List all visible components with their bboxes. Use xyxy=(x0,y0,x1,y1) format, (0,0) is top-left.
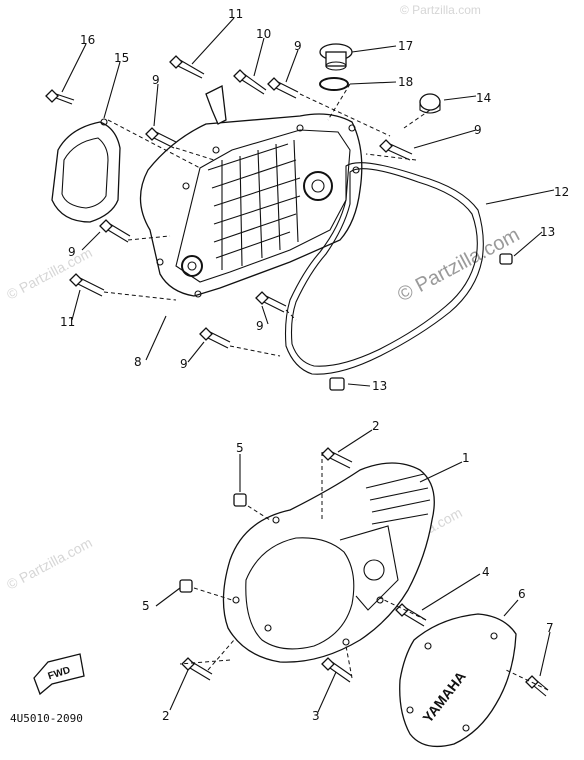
callout-17: 17 xyxy=(398,39,413,53)
bracket-part[interactable] xyxy=(205,85,227,125)
bolt-9-bottom[interactable] xyxy=(199,327,231,349)
callout-18: 18 xyxy=(398,75,413,89)
callout-9-upper-left: 9 xyxy=(152,73,160,87)
callout-13-bottom: 13 xyxy=(372,379,387,393)
callout-9-middle: 9 xyxy=(256,319,264,333)
watermark-top-left: © Partzilla.com xyxy=(4,244,95,302)
callout-labels: 16 15 11 10 9 9 17 18 14 9 12 13 9 11 8 … xyxy=(60,7,569,723)
bolt-10[interactable] xyxy=(233,69,267,95)
callout-9-left: 9 xyxy=(68,245,76,259)
callout-8: 8 xyxy=(134,355,142,369)
callout-7: 7 xyxy=(546,621,554,635)
callout-14: 14 xyxy=(476,91,491,105)
part-8-crankcase-cover[interactable] xyxy=(139,113,363,298)
dowel-5-left[interactable] xyxy=(179,579,193,593)
callout-6: 6 xyxy=(518,587,526,601)
part-12-gasket[interactable] xyxy=(284,162,484,375)
callout-5-left: 5 xyxy=(142,599,150,613)
callout-1: 1 xyxy=(462,451,470,465)
callout-9-bottom: 9 xyxy=(180,357,188,371)
callout-3: 3 xyxy=(312,709,320,723)
callout-9-top: 9 xyxy=(294,39,302,53)
fwd-arrow-icon: FWD xyxy=(33,653,85,696)
callout-10: 10 xyxy=(256,27,271,41)
top-leader-lines xyxy=(61,17,555,387)
part-17-filler-plug[interactable] xyxy=(319,43,353,71)
callout-16: 16 xyxy=(80,33,95,47)
part-18-o-ring[interactable] xyxy=(319,77,349,91)
callout-11-top: 11 xyxy=(228,7,243,21)
callout-11-lower: 11 xyxy=(60,315,75,329)
bolt-7[interactable] xyxy=(525,675,549,697)
callout-2-bottom: 2 xyxy=(162,709,170,723)
part-15-outer-cover[interactable] xyxy=(51,118,121,223)
bolt-3[interactable] xyxy=(321,657,353,683)
bolt-9-middle[interactable] xyxy=(255,291,287,313)
callout-4: 4 xyxy=(482,565,490,579)
bolt-11-lower[interactable] xyxy=(69,273,105,297)
callout-2-top: 2 xyxy=(372,419,380,433)
callout-12: 12 xyxy=(554,185,569,199)
part-6-clutch-cover[interactable]: YAMAHA xyxy=(399,613,517,748)
watermark-top-right: © Partzilla.com xyxy=(400,3,481,17)
part-13-plug-b[interactable] xyxy=(329,377,345,391)
callout-5-top: 5 xyxy=(236,441,244,455)
callout-9-right: 9 xyxy=(474,123,482,137)
bolt-2-bottom[interactable] xyxy=(181,657,213,681)
diagram-code: 4U5010-2090 xyxy=(10,712,83,725)
bolt-11-top[interactable] xyxy=(169,55,205,79)
bolt-16[interactable] xyxy=(45,89,75,105)
watermark-mid-left: © Partzilla.com xyxy=(4,534,95,592)
dowel-5-top[interactable] xyxy=(233,493,247,507)
part-13-plug-a[interactable] xyxy=(499,253,513,265)
bolt-9-upper-left[interactable] xyxy=(145,127,177,149)
bolt-9-top-right[interactable] xyxy=(267,77,299,99)
bolt-9-left[interactable] xyxy=(99,219,131,243)
bolt-9-right[interactable] xyxy=(379,139,413,161)
bottom-leader-lines xyxy=(155,429,551,713)
callout-13-top: 13 xyxy=(540,225,555,239)
bolt-2-top[interactable] xyxy=(321,447,353,469)
callout-15: 15 xyxy=(114,51,129,65)
part-1-crankcase-cover[interactable] xyxy=(222,462,435,663)
